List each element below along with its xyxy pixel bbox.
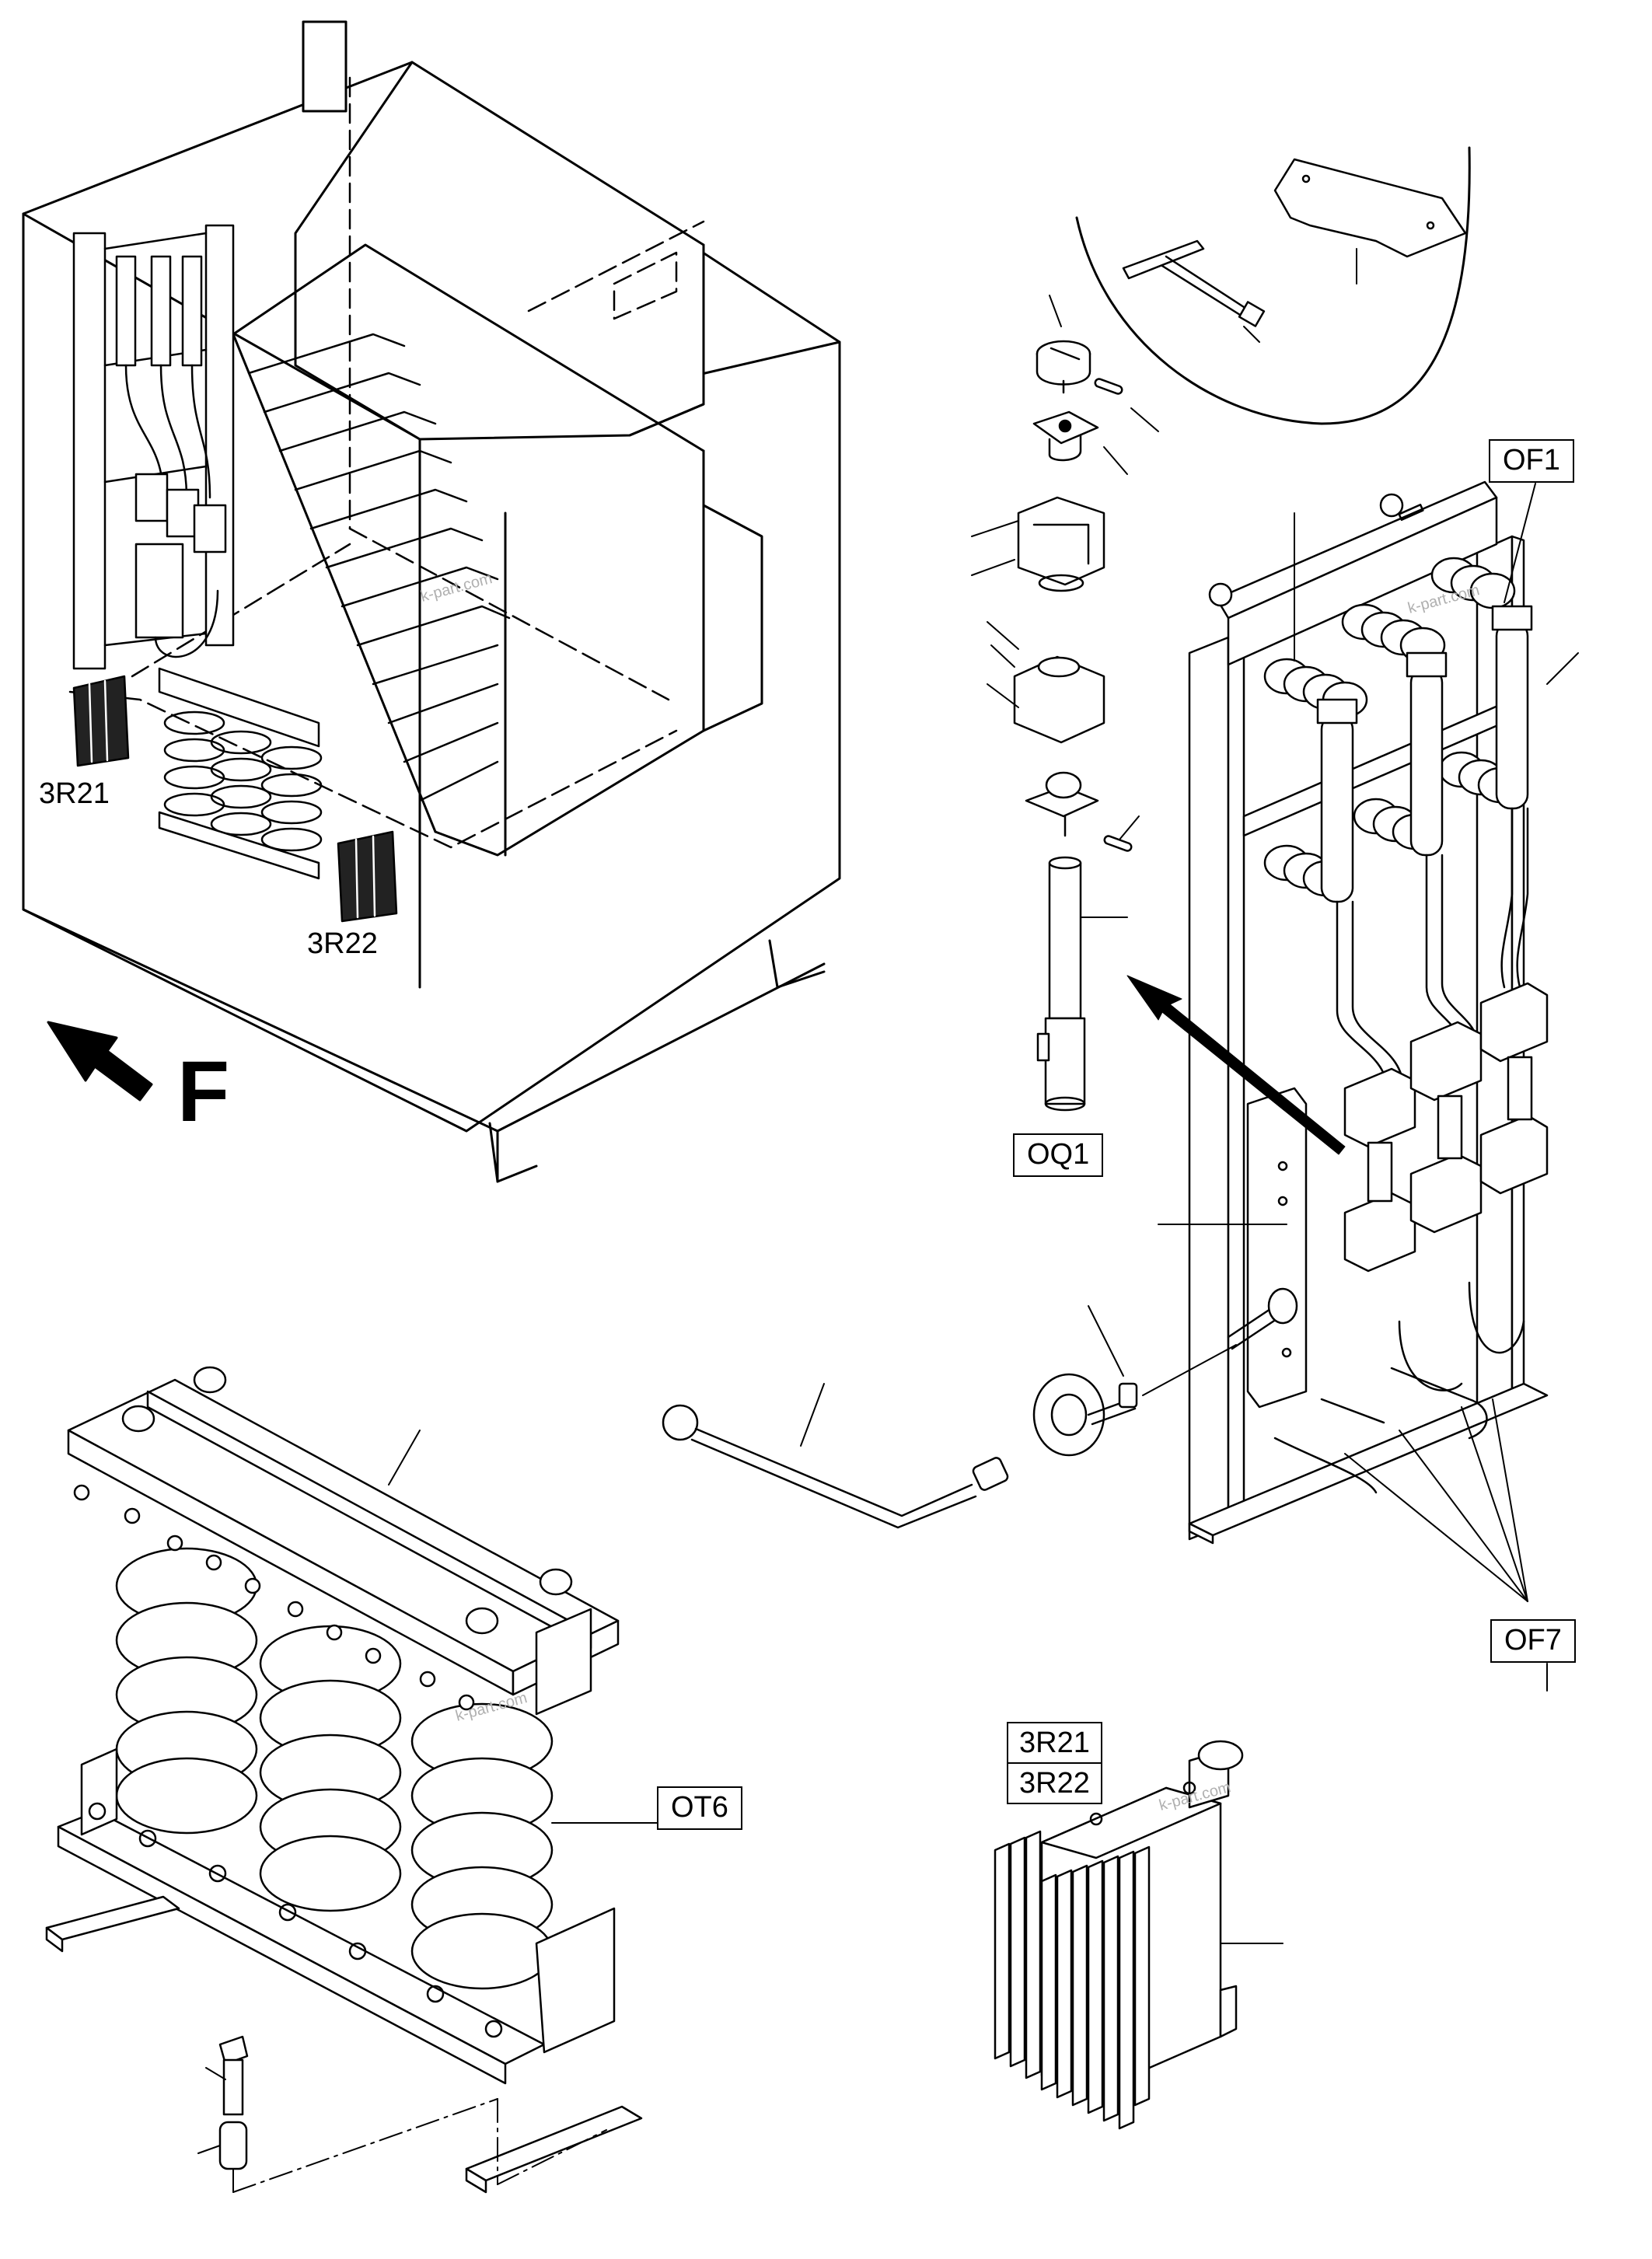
- cabinet-overview: [22, 20, 841, 1183]
- label-oq1: OQ1: [1013, 1133, 1104, 1177]
- label-3r22-overview: 3R22: [307, 927, 378, 960]
- tool-inset: [1075, 146, 1471, 425]
- resistor-3r21-mini: [72, 675, 130, 767]
- handle-parts-column: [971, 295, 1159, 1112]
- label-3r21: 3R21: [1019, 1727, 1090, 1759]
- label-of7: OF7: [1490, 1619, 1576, 1663]
- resistor-3r21-3r22: [994, 1740, 1284, 2130]
- switchgear-frame: [1126, 480, 1579, 1692]
- operating-lever: [662, 1305, 1237, 1529]
- resistor-3r22-mini: [337, 830, 398, 923]
- direction-arrow: [47, 1021, 153, 1102]
- label-ot6: OT6: [657, 1786, 742, 1830]
- label-3r21-overview: 3R21: [39, 777, 110, 810]
- label-of1: OF1: [1489, 439, 1574, 483]
- transformer-ot6: [45, 1366, 658, 2194]
- label-resistor-stack: 3R21 3R22: [1007, 1722, 1102, 1804]
- label-3r22: 3R22: [1008, 1762, 1101, 1803]
- direction-letter: F: [177, 1044, 230, 1140]
